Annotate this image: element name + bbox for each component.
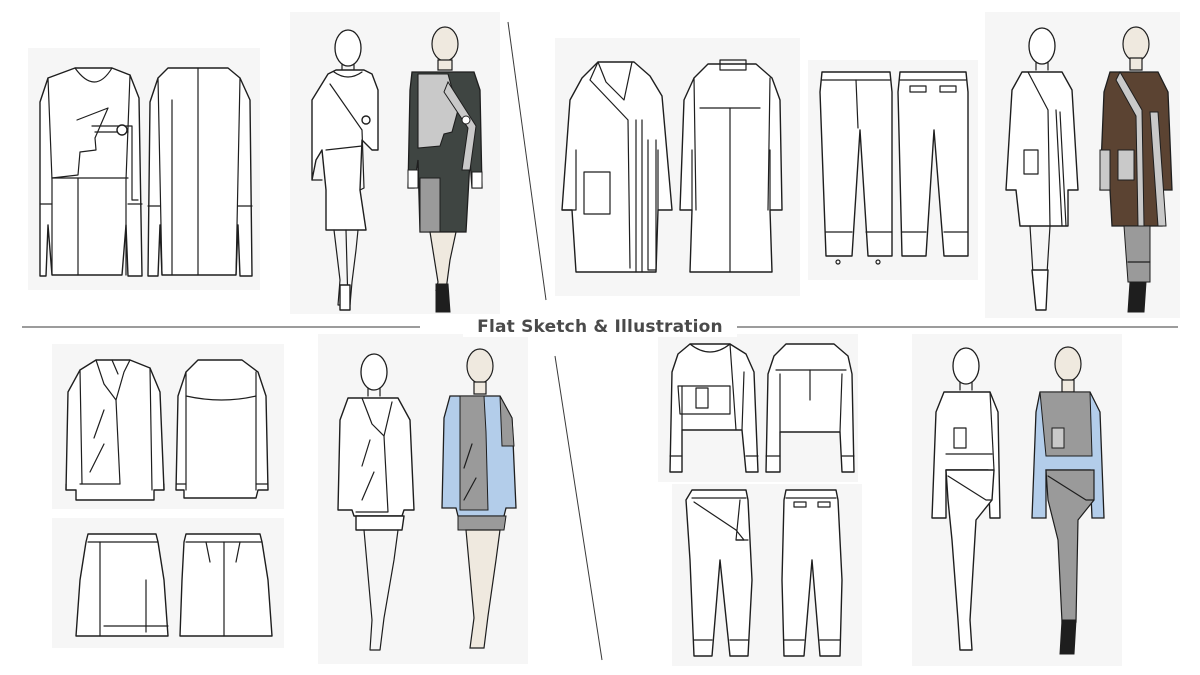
page-title: Flat Sketch & Illustration xyxy=(0,316,1200,338)
look3-skirt-front-flat xyxy=(75,533,169,637)
look1-coat-back-flat xyxy=(147,67,253,277)
diagonal-divider-top xyxy=(507,21,547,301)
look3-jacket-front-flat xyxy=(65,359,165,501)
look2-figure-outline xyxy=(1005,27,1079,311)
look4-trousers-back-flat xyxy=(781,489,843,657)
look1-figure-outline xyxy=(311,29,379,311)
look3-figure-outline xyxy=(337,353,415,651)
look2-trousers-back-flat xyxy=(897,71,969,257)
look1-figure-color xyxy=(407,26,483,313)
look4-jacket-back-flat xyxy=(765,343,855,473)
look3-skirt-back-flat xyxy=(179,533,273,637)
look4-figure-outline xyxy=(931,347,1001,651)
look2-coat-back-flat xyxy=(679,59,783,273)
look4-figure-color xyxy=(1031,346,1105,655)
page-title-text: Flat Sketch & Illustration xyxy=(463,317,737,337)
look3-figure-color xyxy=(441,348,517,649)
look4-draped-trousers-front-flat xyxy=(685,489,753,657)
look2-figure-color xyxy=(1099,26,1173,313)
look1-coat-front-flat xyxy=(39,67,143,277)
look4-jacket-front-flat xyxy=(669,343,759,473)
diagonal-divider-bottom xyxy=(554,355,603,661)
look2-trousers-front-flat xyxy=(819,71,893,265)
look2-coat-front-flat xyxy=(561,61,673,273)
look3-jacket-back-flat xyxy=(175,359,269,499)
